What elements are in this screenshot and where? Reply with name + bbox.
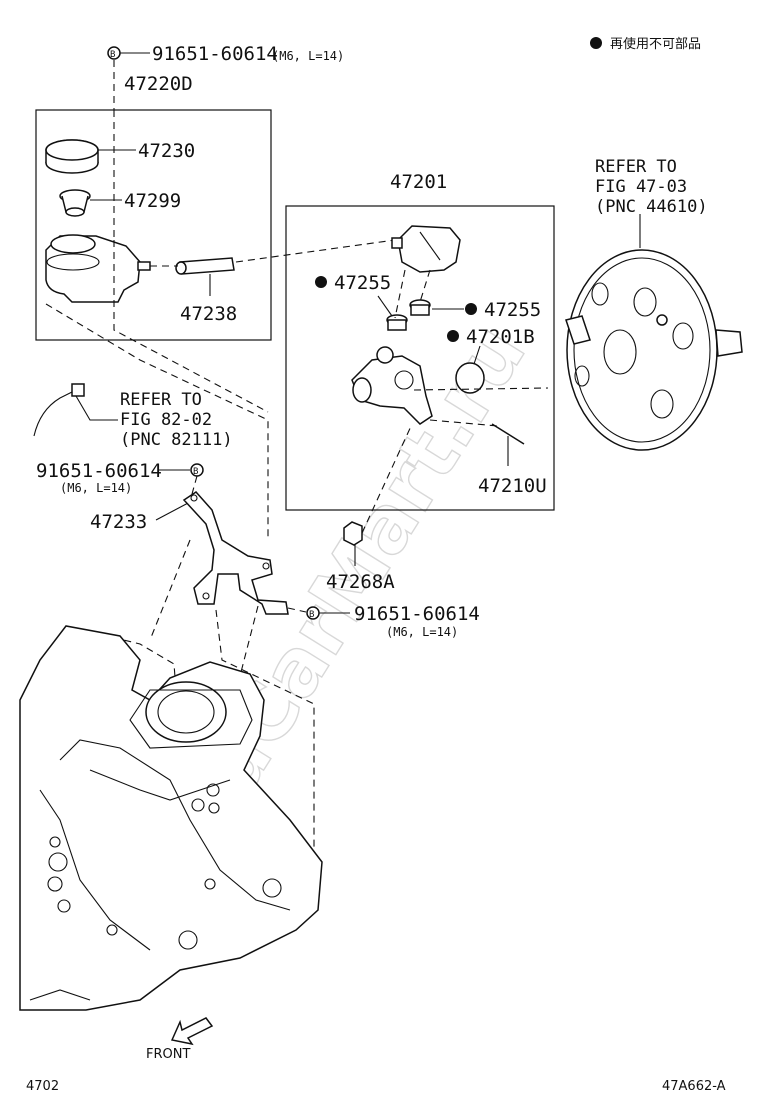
front-label: FRONT [146, 1047, 190, 1062]
bolt-mid-code[interactable]: 91651-60614 [36, 460, 162, 482]
page-number: 4702 [26, 1079, 59, 1094]
figure-code: 47A662-A [662, 1079, 726, 1094]
refer-harness-line3: (PNC 82111) [120, 430, 233, 450]
reservoir-cap-47230[interactable] [45, 139, 99, 174]
bolt-b-symbol: B [193, 467, 198, 477]
master-cylinder-box [285, 205, 555, 511]
refer-harness-line1: REFER TO [120, 390, 202, 410]
grommet-47255-a[interactable] [386, 314, 408, 331]
o-ring-47201B[interactable] [455, 362, 485, 394]
non-reusable-dot-icon [590, 37, 602, 49]
non-reusable-dot-icon [465, 303, 477, 315]
non-reusable-dot-icon [447, 330, 459, 342]
master-cylinder-head[interactable] [391, 225, 461, 273]
part-47268A-label[interactable]: 47268A [326, 571, 395, 593]
part-47210U-label[interactable]: 47210U [478, 475, 547, 497]
part-47201B-label[interactable]: 47201B [466, 326, 535, 348]
bolt-b-symbol: B [309, 610, 314, 620]
bolt-mid-spec: (M6, L=14) [60, 481, 132, 495]
refer-booster-line1: REFER TO [595, 157, 677, 177]
part-47299-label[interactable]: 47299 [124, 190, 181, 212]
bolt-top-spec: (M6, L=14) [272, 49, 344, 63]
strainer-47299[interactable] [59, 189, 91, 217]
front-arrow-icon [170, 1017, 214, 1046]
bolt-low-code[interactable]: 91651-60614 [354, 603, 480, 625]
refer-booster-line2: FIG 47-03 [595, 177, 687, 197]
wire-harness [33, 391, 73, 437]
bracket-47233[interactable] [182, 491, 289, 615]
part-47201-label[interactable]: 47201 [390, 171, 447, 193]
vehicle-body-panel [19, 625, 323, 1011]
part-47255-label-a[interactable]: 47255 [334, 272, 391, 294]
bolt-top-code[interactable]: 91651-60614 [152, 43, 278, 65]
part-47233-label[interactable]: 47233 [90, 511, 147, 533]
nut-47268A[interactable] [343, 521, 363, 546]
harness-connector [71, 383, 85, 397]
hose-47238[interactable] [175, 257, 235, 275]
reservoir-tank[interactable] [45, 234, 151, 303]
refer-booster-line3: (PNC 44610) [595, 197, 708, 217]
refer-harness-line2: FIG 82-02 [120, 410, 212, 430]
reservoir-group-box [35, 109, 272, 341]
pin-47210U[interactable] [491, 423, 525, 445]
non-reusable-dot-icon [315, 276, 327, 288]
bolt-b-symbol: B [110, 50, 115, 60]
legend-text: 再使用不可部品 [610, 36, 701, 52]
grommet-47255-b[interactable] [409, 299, 431, 316]
bolt-low-spec: (M6, L=14) [386, 625, 458, 639]
part-47220D-label[interactable]: 47220D [124, 73, 193, 95]
brake-booster[interactable] [565, 249, 743, 451]
part-47255-label-b[interactable]: 47255 [484, 299, 541, 321]
master-cylinder-body[interactable] [351, 346, 433, 425]
part-47238-label[interactable]: 47238 [180, 303, 237, 325]
part-47230-label[interactable]: 47230 [138, 140, 195, 162]
